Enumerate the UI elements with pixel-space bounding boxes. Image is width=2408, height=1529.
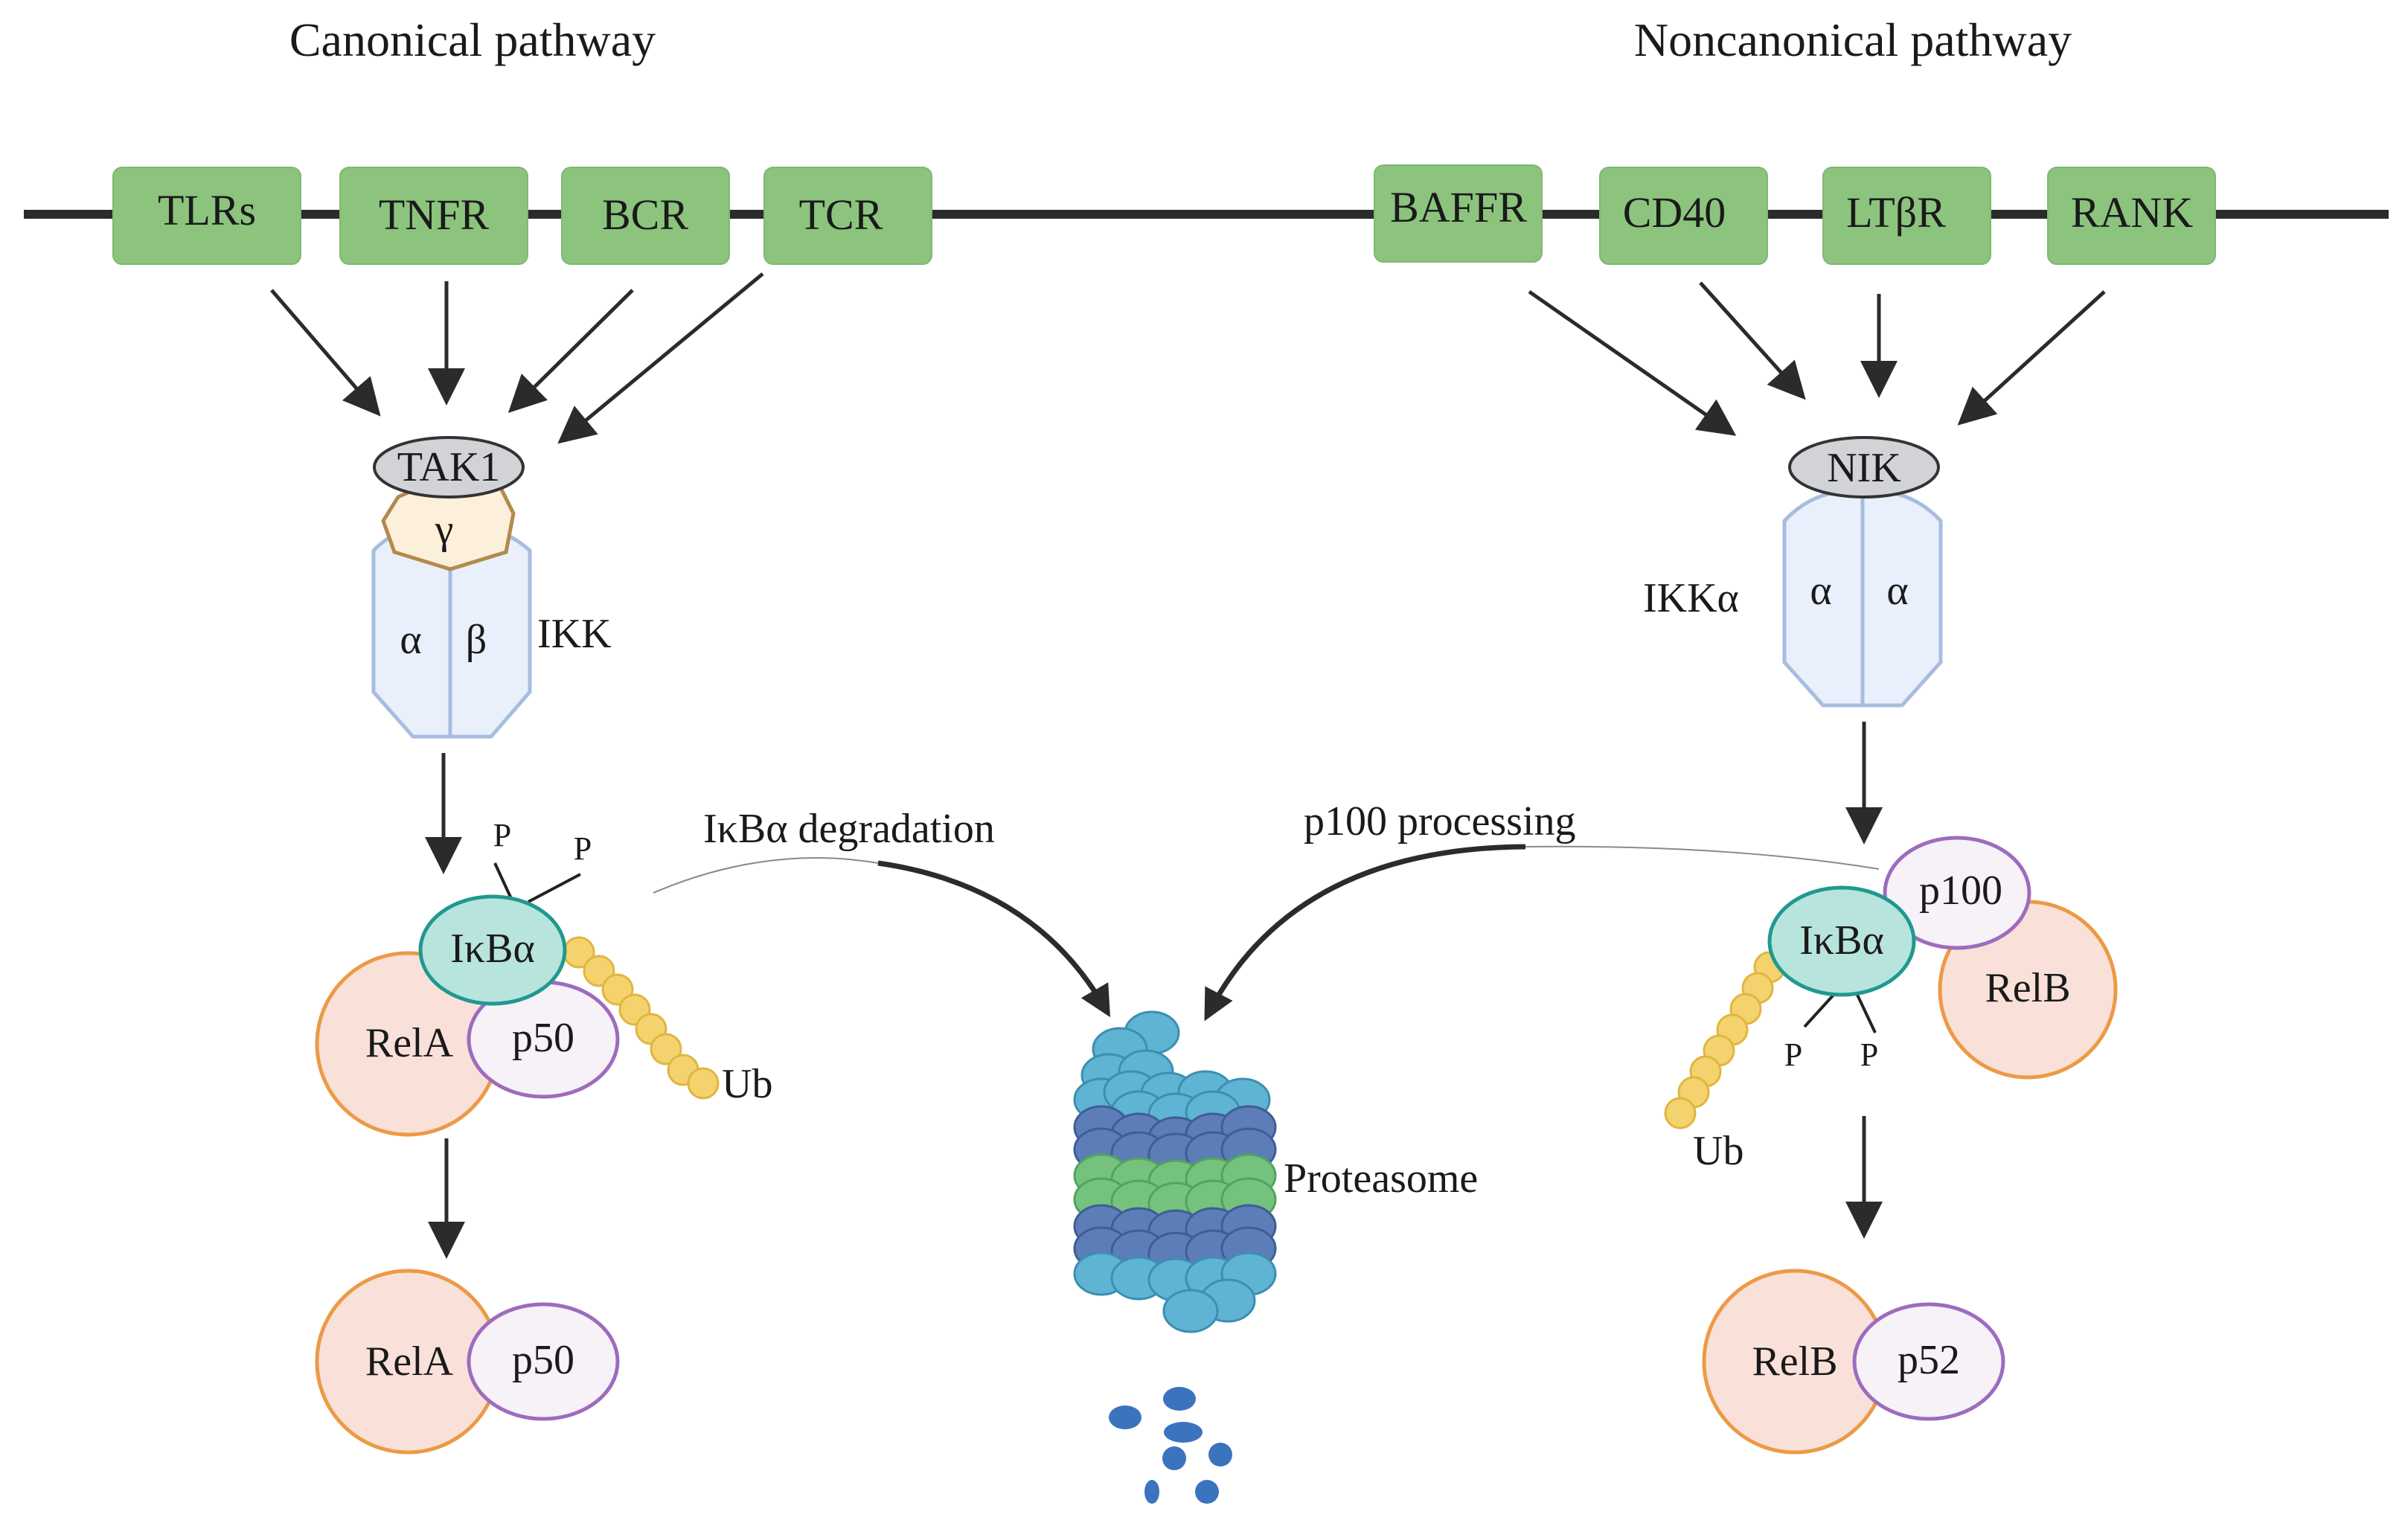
- ikka-complex: α α NIK IKKα: [1643, 436, 1943, 708]
- p52-node: [1852, 1302, 2005, 1421]
- p100-processing-label: p100 processing: [1304, 798, 1576, 844]
- p100-processing-curve-tail: [1525, 845, 1880, 870]
- p100-processing-arrow: [1204, 844, 1526, 1022]
- receptor-cd40: CD40: [1599, 167, 1768, 265]
- ikba-node-noncanonical: [1767, 885, 1916, 997]
- degraded-fragments: [1109, 1387, 1232, 1504]
- ikba-degradation-curve-tail: [653, 857, 879, 894]
- ub-label-noncanonical: Ub: [1693, 1128, 1743, 1174]
- ikka-alpha-left-label: α: [1810, 568, 1831, 614]
- canonical-pathway-title: Canonical pathway: [289, 13, 656, 66]
- receptor-tnfr: TNFR: [339, 167, 528, 265]
- phospho-label-3: P: [1784, 1036, 1802, 1073]
- arrow-tlrs-to-tak1: [270, 289, 381, 417]
- p52-label: p52: [1898, 1337, 1960, 1383]
- relb-product-label: RelB: [1752, 1339, 1837, 1385]
- p50-product-node: [467, 1302, 620, 1421]
- receptor-label-ltbr: LTβR: [1846, 188, 1946, 237]
- noncanonical-pathway-title: Noncanonical pathway: [1634, 13, 2072, 66]
- ikba-label-noncanonical: IκBα: [1799, 917, 1884, 964]
- ikk-gamma-label: γ: [435, 507, 454, 553]
- receptor-ltbr: LTβR: [1822, 167, 1991, 265]
- phospho-label-4: P: [1860, 1036, 1878, 1073]
- arrow-baffr-to-nik: [1528, 289, 1737, 436]
- ikka-alpha-right-label: α: [1886, 568, 1908, 614]
- arrow-cd40-to-nik: [1699, 281, 1806, 400]
- receptor-baffr: BAFFR: [1374, 164, 1543, 263]
- canonical-ikba-complex: Ub RelA p50 P P IκBα: [315, 817, 772, 1137]
- p50-product-label: p50: [512, 1337, 574, 1383]
- ikk-beta-label: β: [466, 617, 487, 663]
- proteasome: Proteasome: [1073, 1010, 1478, 1333]
- receptor-tlrs: TLRs: [112, 167, 301, 265]
- receptor-bcr: BCR: [561, 167, 730, 265]
- ub-label-canonical: Ub: [722, 1061, 772, 1107]
- relb-label: RelB: [1985, 965, 2070, 1011]
- p50-label: p50: [512, 1015, 574, 1061]
- nik-node: [1788, 436, 1940, 499]
- receptor-label-baffr: BAFFR: [1390, 183, 1527, 231]
- ikba-degradation-label: IκBα degradation: [703, 806, 995, 852]
- receptor-label-bcr: BCR: [602, 190, 688, 239]
- phospho-label-2: P: [574, 830, 592, 867]
- ikk-label: IKK: [537, 611, 612, 657]
- receptor-rank: RANK: [2047, 167, 2216, 265]
- p100-label: p100: [1919, 868, 2002, 914]
- receptor-label-tnfr: TNFR: [379, 190, 490, 239]
- p100-node: [1883, 836, 2031, 950]
- rela-product-label: RelA: [365, 1339, 454, 1385]
- noncanonical-ikba-complex: Ub RelB p100 P P IκBα: [1664, 836, 2118, 1174]
- ikk-complex: α β γ TAK1 IKK: [371, 436, 612, 739]
- arrow-tcr-to-tak1: [557, 272, 764, 444]
- phospho-label-1: P: [493, 817, 511, 853]
- receptor-label-tlrs: TLRs: [158, 186, 256, 234]
- ubiquitin-chain-noncanonical: [1664, 951, 1786, 1129]
- ubiquitin-chain-canonical: [563, 936, 720, 1100]
- ikka-label: IKKα: [1643, 575, 1739, 621]
- receptor-tcr: TCR: [763, 167, 932, 265]
- proteasome-label: Proteasome: [1284, 1155, 1478, 1202]
- nik-label: NIK: [1827, 445, 1901, 491]
- tak1-node: [373, 436, 525, 499]
- ikba-degradation-arrow: [877, 860, 1110, 1018]
- arrow-rank-to-nik: [1957, 290, 2106, 426]
- receptor-label-cd40: CD40: [1623, 188, 1726, 237]
- ikk-alpha-label: α: [400, 617, 421, 663]
- receptor-label-rank: RANK: [2071, 188, 2193, 237]
- rela-label: RelA: [365, 1020, 454, 1066]
- receptor-label-tcr: TCR: [799, 190, 883, 239]
- ikba-node-canonical: [418, 894, 567, 1006]
- arrow-bcr-to-tak1: [507, 289, 634, 414]
- ikba-label-canonical: IκBα: [450, 926, 535, 972]
- relb-p52-dimer: RelB p52: [1702, 1269, 2005, 1455]
- rela-p50-dimer: RelA p50: [315, 1269, 620, 1455]
- tak1-label: TAK1: [397, 444, 501, 490]
